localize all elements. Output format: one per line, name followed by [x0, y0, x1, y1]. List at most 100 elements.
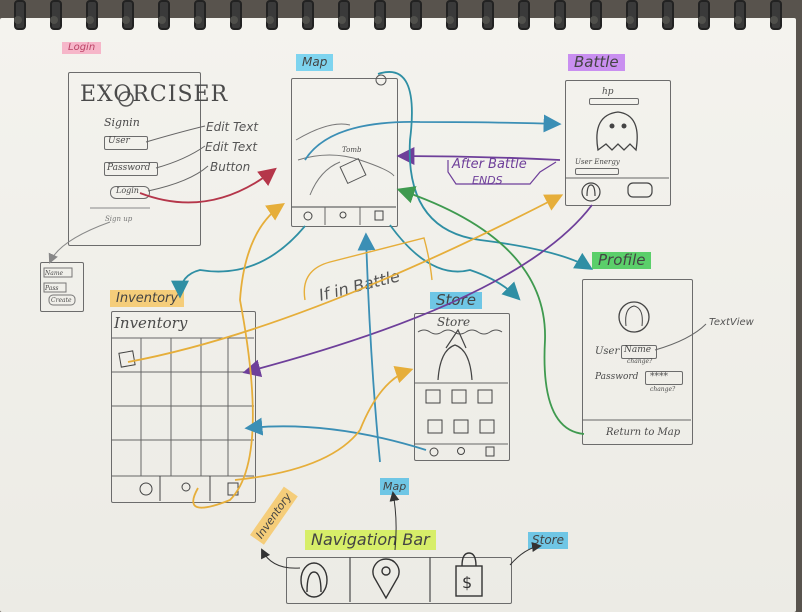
battle-to-inventory-arrow: [242, 204, 593, 378]
navigation-bar-tag: Navigation Bar: [305, 530, 436, 550]
store-item-slots[interactable]: [425, 389, 495, 434]
sketch-paper: [0, 18, 796, 612]
binding-hole: [698, 16, 706, 24]
shopkeeper-icon: [437, 328, 473, 381]
signup-link[interactable]: Sign up: [105, 215, 133, 223]
inventory-title: Inventory: [114, 314, 188, 332]
battle-screen: [565, 80, 671, 206]
map-tag: Map: [296, 54, 334, 71]
binding-hole: [734, 16, 742, 24]
password-field-label: Password: [107, 163, 151, 173]
inventory-nav-icons: [139, 476, 239, 501]
inventory-grid: [111, 338, 254, 477]
signup-screen: [40, 262, 84, 312]
map-to-inventory-arrow: [171, 225, 306, 299]
binding-hole: [662, 16, 670, 24]
inventory-nav-to-map-arrow: [192, 202, 285, 509]
profile-name-value: Name: [624, 345, 652, 355]
binding-hole: [50, 16, 58, 24]
store-nav-to-map-arrow: [357, 232, 381, 463]
login-button[interactable]: [110, 186, 150, 199]
enemy-hp-bar: [589, 98, 639, 105]
password-field[interactable]: [104, 162, 158, 176]
ghost-eye-left: [609, 123, 615, 129]
nav-store-arrow: [509, 542, 542, 566]
signup-field-1: [43, 267, 73, 278]
signup-create-button[interactable]: Create: [51, 297, 72, 304]
signup-field-2: [43, 282, 67, 293]
user-energy-label: User Energy: [575, 158, 620, 166]
navigation-bar: [286, 557, 512, 604]
map-town-label: Tomb: [342, 146, 362, 154]
store-screen: [414, 313, 510, 461]
binding-hole: [338, 16, 346, 24]
binding-hole: [122, 16, 130, 24]
helmet-icon[interactable]: [300, 562, 328, 598]
binding-hole: [482, 16, 490, 24]
user-energy-bar: [575, 168, 619, 175]
binding-hole: [302, 16, 310, 24]
user-field[interactable]: [104, 136, 148, 150]
svg-text:$: $: [462, 573, 472, 592]
binding-hole: [230, 16, 238, 24]
ghost-enemy-icon: [596, 111, 638, 152]
profile-user-label: User: [595, 346, 620, 357]
map-roads: [295, 123, 395, 196]
profile-name-field[interactable]: [621, 345, 657, 359]
binding-hole: [518, 16, 526, 24]
binding-hole: [590, 16, 598, 24]
return-to-map-button[interactable]: Return to Map: [606, 427, 681, 438]
login-tag: Login: [62, 42, 102, 54]
binding-hole: [14, 16, 22, 24]
login-to-map-arrow: [139, 167, 277, 204]
inventory-to-battle-arrow: [127, 194, 564, 363]
edit-text-annotation-1: Edit Text: [206, 120, 259, 134]
map-pin-icon[interactable]: [372, 558, 400, 600]
binding-hole: [266, 16, 274, 24]
battle-ends-bracket: [447, 160, 557, 185]
inventory-screen: [111, 311, 256, 503]
shopping-bag-icon[interactable]: $: [455, 552, 483, 597]
change-password-link[interactable]: change?: [650, 386, 676, 393]
profile-tag: Profile: [592, 252, 652, 269]
binding-hole: [554, 16, 562, 24]
nav-map-arrow: [389, 491, 400, 551]
ghost-eye-right: [621, 123, 627, 129]
profile-password-label: Password: [595, 372, 639, 382]
login-logo-circle: [118, 91, 134, 107]
signup-pass: Pass: [45, 285, 59, 292]
profile-return-to-map-arrow: [396, 186, 585, 435]
textview-leader: [654, 323, 707, 351]
after-battle-annotation: After Battle: [452, 157, 527, 172]
hp-label: hp: [602, 87, 614, 97]
binding-hole: [446, 16, 454, 24]
store-nav-icons: [429, 446, 495, 457]
edit-text-annotation-2: Edit Text: [205, 140, 258, 154]
login-leader-lines: [145, 125, 209, 192]
signup-arrow: [48, 221, 111, 264]
if-in-battle-bracket: [303, 237, 433, 301]
binding-hole: [626, 16, 634, 24]
nav-inventory-arrow: [261, 548, 301, 569]
binding-hole: [86, 16, 94, 24]
textview-annotation: TextView: [709, 317, 754, 328]
app-logo: EXORCISER: [80, 82, 229, 107]
inventory-to-store-arrow: [234, 366, 414, 481]
profile-password-field[interactable]: [645, 371, 683, 385]
login-button-label: Login: [116, 186, 139, 195]
change-name-link[interactable]: change?: [627, 358, 653, 365]
user-field-label: User: [108, 136, 130, 146]
map-nav-icons: [303, 210, 384, 221]
nav-map-tag: Map: [380, 478, 410, 495]
profile-password-mask: ****: [650, 372, 668, 382]
signup-name: Name: [45, 270, 64, 277]
inventory-tag: Inventory: [110, 290, 185, 307]
inventory-item: [118, 350, 136, 368]
map-to-store-arrow: [389, 224, 521, 301]
battle-action-buttons[interactable]: [581, 182, 653, 202]
signup-create-frame: [48, 294, 76, 306]
map-corner-circle: [375, 74, 387, 86]
profile-avatar-ghost: [625, 305, 643, 327]
